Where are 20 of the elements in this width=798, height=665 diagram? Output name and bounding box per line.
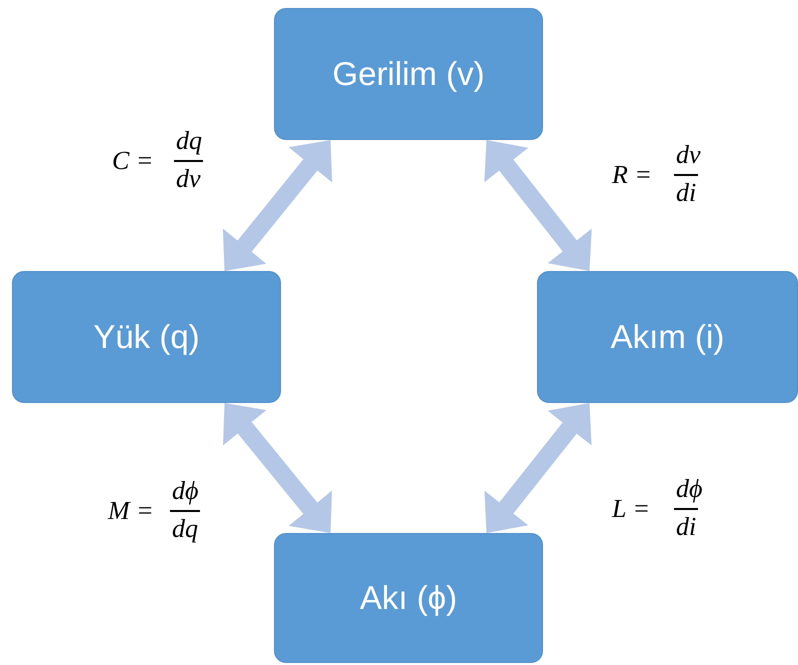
formula-symbol: C = [112, 148, 154, 174]
fraction-numerator: dϕ [676, 476, 702, 502]
box-label: Gerilim (v) [332, 54, 485, 94]
formula-symbol: L = [612, 496, 650, 522]
process-box [274, 533, 543, 663]
process-box [537, 271, 798, 403]
fraction-numerator: dq [176, 128, 202, 154]
process-box [274, 8, 543, 140]
formula-symbol: M = [108, 498, 154, 524]
fraction-numerator: dv [676, 142, 701, 168]
formula-symbol: R = [612, 162, 652, 188]
box-label: Yük (q) [93, 317, 200, 358]
fraction-denominator: di [674, 508, 698, 540]
fraction-denominator: dv [174, 160, 203, 192]
process-box [12, 271, 281, 403]
box-label: Akım (i) [610, 317, 724, 358]
fraction-numerator: dϕ [172, 478, 198, 504]
fraction-denominator: dq [170, 510, 200, 542]
box-label: Akı (ϕ) [360, 578, 458, 618]
fraction-denominator: di [674, 174, 698, 206]
